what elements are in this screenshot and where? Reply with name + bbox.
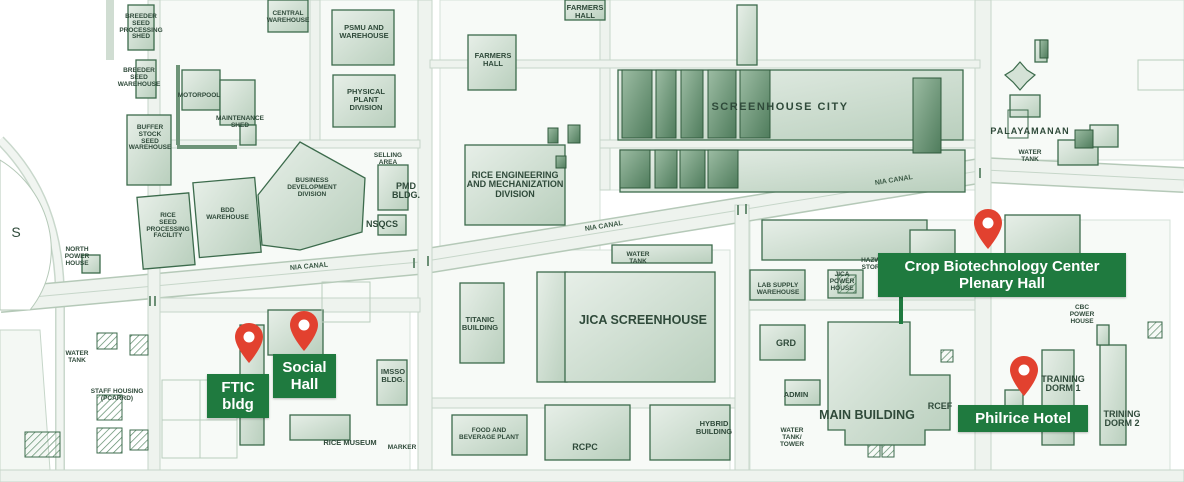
social-hall-pin-icon[interactable]: [288, 310, 320, 352]
label-titanic-building: TITANIC BUILDING: [461, 315, 499, 332]
ftic-pin-icon[interactable]: [233, 322, 265, 364]
label-central-warehouse: CENTRAL WAREHOUSE: [266, 10, 310, 24]
label-palayamanan: PALAYAMANAN: [990, 126, 1070, 136]
label-trining-dorm-2: TRINING DORM 2: [1103, 409, 1141, 429]
crop-biotech-callout[interactable]: Crop Biotechnology Center Plenary Hall: [878, 253, 1126, 297]
label-rice-museum: RICE MUSEUM: [323, 438, 377, 447]
label-breeder-seed-processing-shed: BREEDER SEED PROCESSING SHED: [119, 13, 163, 41]
label-jica-screenhouse: JICA SCREENHOUSE: [578, 313, 708, 327]
label-water-tank-right: WATER TANK: [1018, 149, 1042, 163]
label-farmers-hall: FARMERS HALL: [474, 51, 512, 68]
label-admin: ADMIN: [783, 390, 809, 399]
label-water-tank-mid: WATER TANK: [626, 251, 650, 265]
label-hybrid-building: HYBRID BUILDING: [695, 419, 733, 436]
label-psmu-warehouse: PSMU AND WAREHOUSE: [339, 23, 389, 40]
crop-biotech-connector: [899, 296, 903, 324]
label-lab-supply-warehouse: LAB SUPPLY WAREHOUSE: [756, 282, 800, 296]
label-staff-housing: STAFF HOUSING (PCARRD): [90, 388, 144, 402]
label-water-tank-tower: WATER TANK/ TOWER: [779, 427, 805, 448]
label-selling-area: SELLING AREA: [373, 152, 403, 166]
crop-biotech-pin-icon[interactable]: [972, 208, 1004, 250]
label-imsso-bldg: IMSSO BLDG.: [380, 367, 406, 384]
label-water-tank-left: WATER TANK: [65, 350, 89, 364]
label-farmers-hall-top: FARMERS HALL: [566, 3, 604, 20]
label-maintenance-shed: MAINTENANCE SHED: [215, 115, 265, 129]
label-jica-power-house: JICA POWER HOUSE: [829, 271, 855, 292]
label-motorpool: MOTORPOOL: [177, 92, 221, 99]
label-physical-plant-division: PHYSICAL PLANT DIVISION: [347, 87, 385, 112]
label-grd: GRD: [776, 338, 796, 348]
social-hall-callout[interactable]: Social Hall: [273, 354, 336, 398]
label-edge-s: S: [11, 224, 21, 240]
label-nsqcs: NSQCS: [365, 219, 398, 229]
philrice-hotel-callout[interactable]: Philrice Hotel: [958, 405, 1088, 432]
label-north-power-house: NORTH POWER HOUSE: [64, 246, 90, 267]
philrice-hotel-pin-icon[interactable]: [1008, 355, 1040, 397]
label-main-building: MAIN BUILDING: [819, 408, 915, 422]
label-breeder-seed-warehouse: BREEDER SEED WAREHOUSE: [117, 67, 161, 88]
label-marker: MARKER: [387, 444, 417, 451]
label-bdd-warehouse: BDD WAREHOUSE: [206, 207, 249, 221]
label-hazwa: HAZWA STORA: [861, 257, 885, 271]
label-food-beverage-plant: FOOD AND BEVERAGE PLANT: [459, 427, 519, 441]
label-pmd-bldg: PMD BLDG.: [392, 181, 420, 201]
label-buffer-stock-seed-warehouse: BUFFER STOCK SEED WAREHOUSE: [128, 124, 172, 152]
label-screenhouse-city: SCREENHOUSE CITY: [711, 101, 849, 113]
label-rcef: RCEF: [927, 401, 953, 411]
label-business-development-division: BUSINESS DEVELOPMENT DIVISION: [287, 177, 337, 198]
ftic-callout[interactable]: FTIC bldg: [207, 374, 269, 418]
label-cbc-power-house: CBC POWER HOUSE: [1069, 304, 1095, 325]
label-rcpc: RCPC: [572, 442, 598, 452]
label-training-dorm-1: TRAINING DORM 1: [1041, 374, 1085, 394]
label-rice-engineering: RICE ENGINEERING AND MECHANIZATION DIVIS…: [466, 170, 564, 199]
label-rice-seed-processing-facility: RICE SEED PROCESSING FACILITY: [146, 212, 190, 240]
